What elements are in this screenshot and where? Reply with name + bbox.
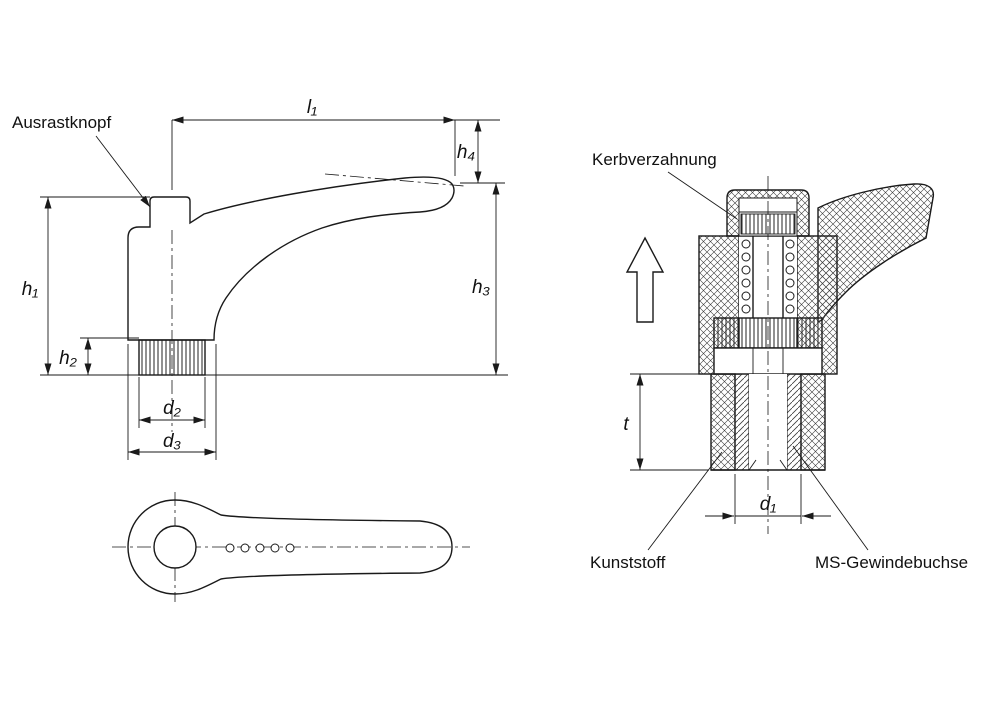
label-kerbverzahnung: Kerbverzahnung: [592, 150, 717, 169]
dim-label-h2: h₂: [59, 348, 78, 369]
coil: [785, 252, 795, 262]
hub-bore: [153, 525, 197, 569]
dim-label-h4: h₄: [457, 142, 475, 163]
coil: [741, 239, 751, 249]
tip-centerline: [324, 173, 465, 187]
coil: [785, 304, 795, 314]
side-view: l₁ h₄ h₃ h₁ h₂ d₂ d₃ Ausrastknopf: [12, 97, 508, 460]
index-dot: [240, 543, 250, 553]
dim-label-t: t: [623, 414, 629, 435]
top-view: [112, 492, 470, 602]
dim-label-h3: h₃: [472, 277, 491, 298]
leader-ausrastknopf: [95, 135, 151, 208]
collar-left: [710, 373, 736, 471]
coil: [741, 252, 751, 262]
collar-right: [800, 373, 826, 471]
coil: [741, 265, 751, 275]
coil: [785, 278, 795, 288]
release-direction-arrow: [625, 236, 665, 323]
dim-label-d3: d₃: [163, 431, 182, 452]
dim-label-d1: d₁: [760, 494, 777, 515]
label-ausrastknopf: Ausrastknopf: [12, 113, 111, 132]
index-dot: [225, 543, 235, 553]
section-view: t d₁ Kerbverzahnung Kunststoff MS-Gewind…: [590, 150, 968, 572]
bushing-right: [786, 373, 802, 471]
coil: [741, 304, 751, 314]
leader-kerbverzahnung: [667, 171, 738, 220]
label-ms-gewindebuchse: MS-Gewindebuchse: [815, 553, 968, 572]
index-dot: [285, 543, 295, 553]
coil: [785, 265, 795, 275]
bore-chamfer-left: [748, 459, 757, 471]
leader-ms-gewindebuchse: [792, 445, 869, 551]
bore-chamfer-right: [779, 459, 788, 471]
coil: [741, 291, 751, 301]
dim-label-h1: h₁: [22, 279, 39, 300]
label-kunststoff: Kunststoff: [590, 553, 666, 572]
lever-body-outline: [127, 176, 455, 341]
index-dot: [270, 543, 280, 553]
bushing-left: [734, 373, 750, 471]
coil: [785, 239, 795, 249]
coil: [741, 278, 751, 288]
dim-label-l1: l₁: [307, 97, 317, 118]
leader-kunststoff: [647, 451, 723, 551]
spring-coils: [741, 239, 795, 314]
coil: [785, 291, 795, 301]
index-dot: [255, 543, 265, 553]
dim-label-d2: d₂: [163, 398, 182, 419]
